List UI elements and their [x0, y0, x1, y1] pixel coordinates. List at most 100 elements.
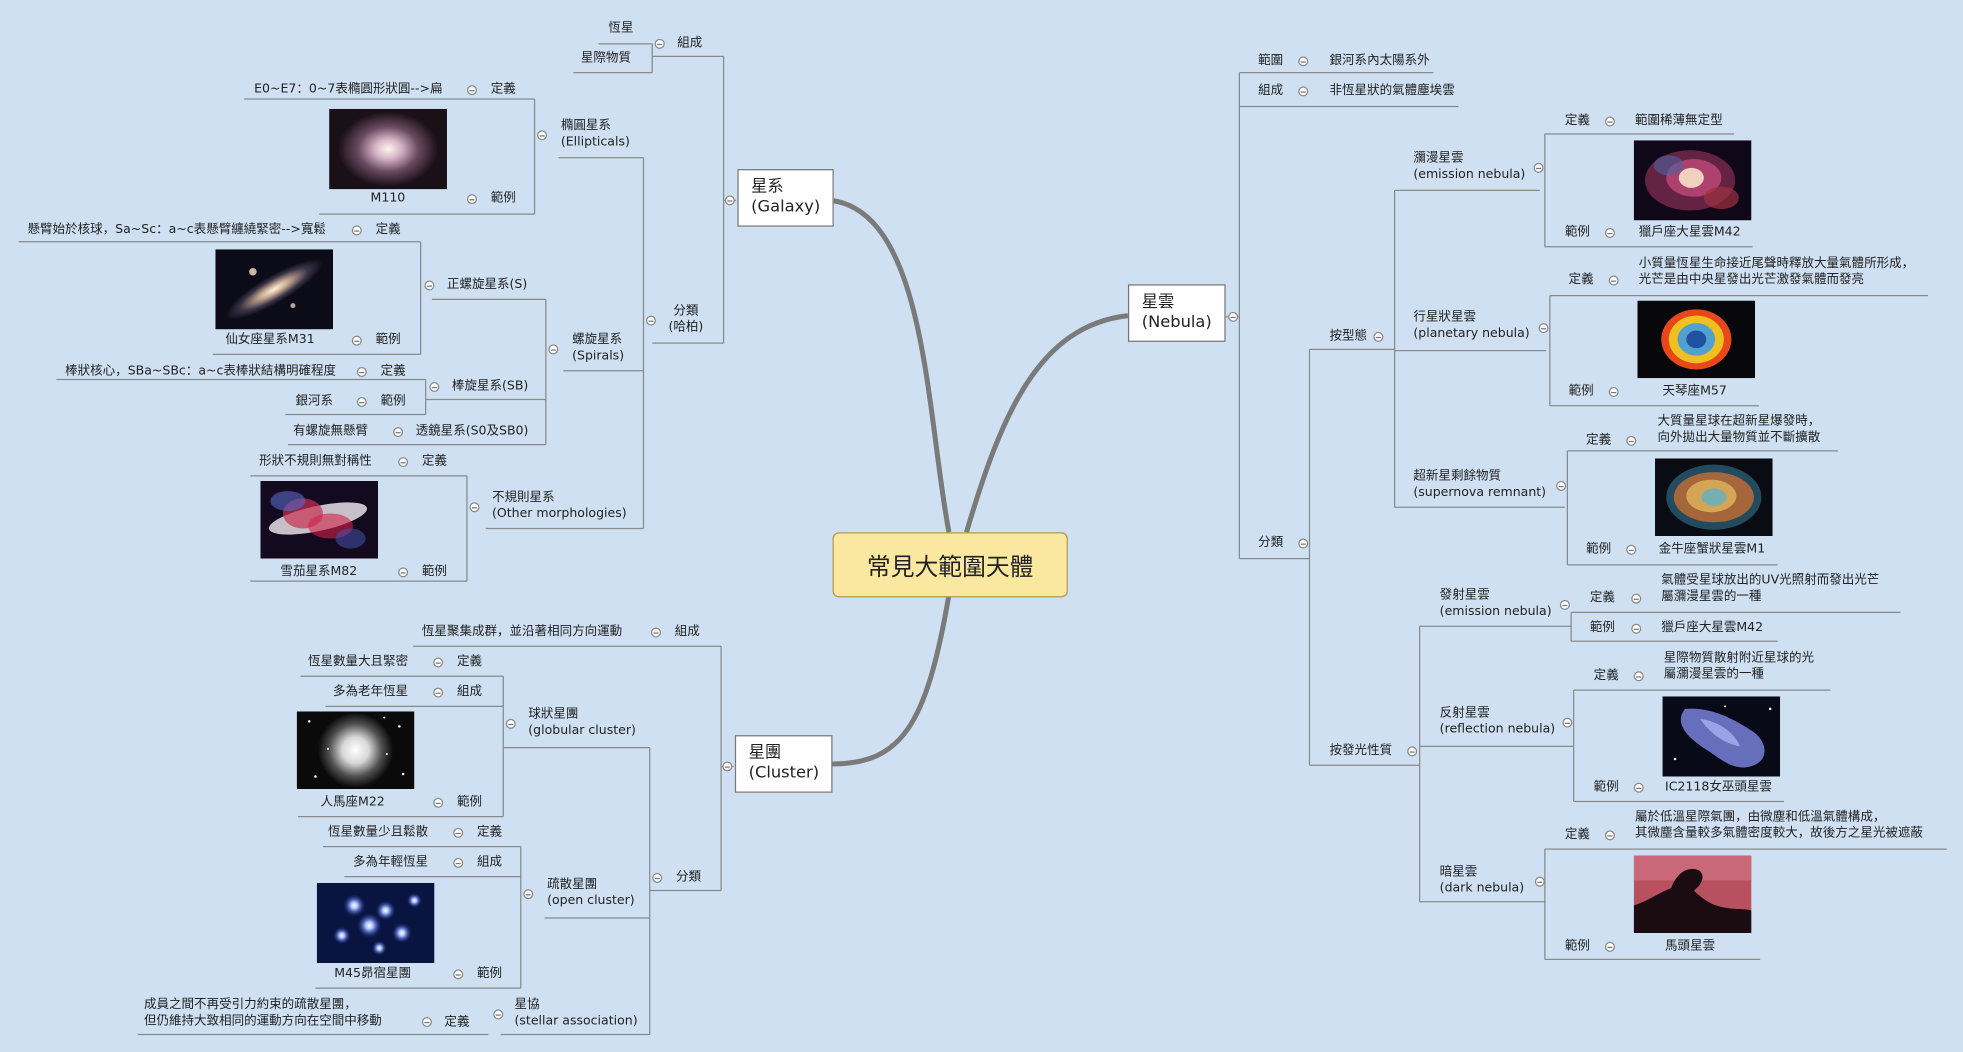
collapse-icon[interactable]	[645, 315, 656, 326]
collapse-icon[interactable]	[1626, 544, 1637, 555]
collapse-icon[interactable]	[1534, 876, 1545, 887]
definition-label: 定義	[1564, 827, 1590, 842]
example-label: 範例	[1593, 780, 1619, 795]
globular-example: 人馬座M22	[320, 795, 385, 810]
collapse-icon[interactable]	[493, 1009, 504, 1020]
collapse-icon[interactable]	[393, 427, 404, 438]
collapse-icon[interactable]	[453, 857, 464, 868]
irregular-galaxy-label: 不規則星系 (Other morphologies)	[491, 490, 627, 521]
nebula-range-label: 範圍	[1258, 53, 1284, 68]
galaxy-composition-item: 恆星	[608, 21, 634, 36]
nebula-classification-label: 分類	[1258, 536, 1284, 550]
collapse-icon[interactable]	[429, 381, 440, 393]
nebula-range-text: 銀河系內太陽系外	[1329, 53, 1430, 68]
nebula-composition-text: 非恆星狀的氣體塵埃雲	[1329, 83, 1455, 98]
collapse-icon[interactable]	[1604, 830, 1615, 841]
galaxy-classification-label: 分類 (哈柏)	[668, 304, 704, 335]
collapse-icon[interactable]	[1631, 623, 1642, 634]
collapse-icon[interactable]	[1298, 86, 1309, 97]
collapse-icon[interactable]	[654, 38, 665, 49]
collapse-icon[interactable]	[469, 502, 480, 513]
spiral-galaxy-label: 螺旋星系 (Spirals)	[572, 333, 625, 364]
collapse-icon[interactable]	[453, 969, 464, 980]
collapse-icon[interactable]	[505, 718, 516, 729]
diffuse-example: 獵戶座大星雲M42	[1638, 225, 1741, 240]
topic-nebula[interactable]: 星雲 (Nebula)	[1127, 284, 1226, 342]
collapse-icon[interactable]	[1298, 538, 1309, 549]
collapse-icon[interactable]	[433, 687, 444, 698]
collapse-icon[interactable]	[1608, 275, 1619, 286]
collapse-icon[interactable]	[1556, 480, 1567, 491]
collapse-icon[interactable]	[351, 225, 362, 236]
collapse-icon[interactable]	[398, 567, 409, 578]
nebula-composition-label: 組成	[1258, 83, 1284, 98]
central-topic[interactable]: 常見大範圍天體	[832, 532, 1068, 598]
central-topic-label: 常見大範圍天體	[866, 552, 1034, 581]
collapse-icon[interactable]	[1633, 782, 1644, 793]
collapse-icon[interactable]	[1373, 331, 1384, 342]
by-light-label: 按發光性質	[1329, 743, 1393, 758]
collapse-icon[interactable]	[1633, 671, 1644, 682]
collapse-icon[interactable]	[724, 195, 735, 206]
collapse-icon[interactable]	[1608, 386, 1619, 398]
m22-image	[296, 711, 415, 790]
collapse-icon[interactable]	[1562, 717, 1573, 728]
definition-label: 定義	[1568, 273, 1594, 287]
collapse-icon[interactable]	[433, 797, 444, 808]
irregular-definition: 形狀不規則無對稱性	[259, 454, 372, 469]
collapse-icon[interactable]	[1604, 227, 1615, 238]
collapse-icon[interactable]	[1407, 746, 1418, 757]
collapse-icon[interactable]	[421, 1016, 432, 1027]
irregular-example: 雪茄星系M82	[280, 564, 358, 579]
collapse-icon[interactable]	[398, 457, 409, 468]
collapse-icon[interactable]	[1626, 435, 1637, 446]
collapse-icon[interactable]	[1228, 311, 1239, 322]
collapse-icon[interactable]	[1604, 941, 1615, 952]
emission-definition: 氣體受星球放出的UV光照射而發出光芒 屬瀰漫星雲的一種	[1661, 573, 1880, 604]
collapse-icon[interactable]	[1604, 116, 1615, 127]
definition-label: 定義	[490, 82, 516, 97]
collapse-icon[interactable]	[1538, 323, 1549, 334]
topic-cluster[interactable]: 星團 (Cluster)	[734, 735, 833, 793]
reflection-example: IC2118女巫頭星雲	[1665, 780, 1772, 795]
barred-spiral-example: 銀河系	[295, 394, 334, 409]
collapse-icon[interactable]	[1298, 56, 1309, 67]
barred-spiral-label: 棒旋星系(SB)	[451, 379, 529, 394]
definition-label: 定義	[456, 655, 482, 669]
collapse-icon[interactable]	[356, 397, 367, 408]
topic-galaxy[interactable]: 星系 (Galaxy)	[737, 169, 834, 227]
collapse-icon[interactable]	[453, 827, 464, 838]
m57-image	[1637, 300, 1756, 379]
association-definition: 成員之間不再受引力約束的疏散星團， 但仍維持大致相同的運動方向在空間中移動	[143, 998, 382, 1029]
collapse-icon[interactable]	[466, 194, 477, 205]
collapse-icon[interactable]	[424, 280, 435, 291]
elliptical-definition: E0~E7：0~7表橢圓形狀圓-->扁	[254, 82, 443, 97]
diffuse-definition: 範圍稀薄無定型	[1634, 113, 1723, 128]
collapse-icon[interactable]	[650, 627, 662, 638]
collapse-icon[interactable]	[537, 130, 548, 141]
collapse-icon[interactable]	[1533, 162, 1544, 173]
snr-definition: 大質量星球在超新星爆發時， 向外拋出大量物質並不斷擴散	[1657, 414, 1821, 445]
collapse-icon[interactable]	[466, 85, 477, 96]
collapse-icon[interactable]	[351, 335, 362, 346]
m1-image	[1655, 458, 1773, 537]
galaxy-composition-label: 組成	[677, 36, 703, 51]
collapse-icon[interactable]	[523, 889, 534, 900]
collapse-icon[interactable]	[548, 344, 559, 355]
example-label: 範例	[490, 191, 516, 206]
collapse-icon[interactable]	[1631, 593, 1642, 604]
planetary-definition: 小質量恆星生命接近尾聲時釋放大量氣體所形成， 光芒是由中央星發出光芒激發氣體而發…	[1638, 256, 1915, 287]
ic2118-image	[1662, 696, 1781, 777]
elliptical-galaxy-label: 橢圓星系 (Ellipticals)	[560, 118, 630, 150]
collapse-icon[interactable]	[433, 657, 444, 668]
definition-label: 定義	[476, 825, 503, 840]
collapse-icon[interactable]	[356, 366, 367, 377]
globular-cluster-label: 球狀星團 (globular cluster)	[528, 707, 636, 738]
example-label: 範例	[1589, 621, 1615, 635]
collapse-icon[interactable]	[652, 872, 663, 883]
collapse-icon[interactable]	[1559, 599, 1570, 610]
collapse-icon[interactable]	[722, 761, 733, 772]
supernova-remnant-label: 超新星剩餘物質 (supernova remnant)	[1413, 469, 1547, 500]
dark-definition: 屬於低溫星際氣團，由微塵和低溫氣體構成， 其微塵含量較多氣體密度較大，故後方之星…	[1634, 810, 1923, 841]
